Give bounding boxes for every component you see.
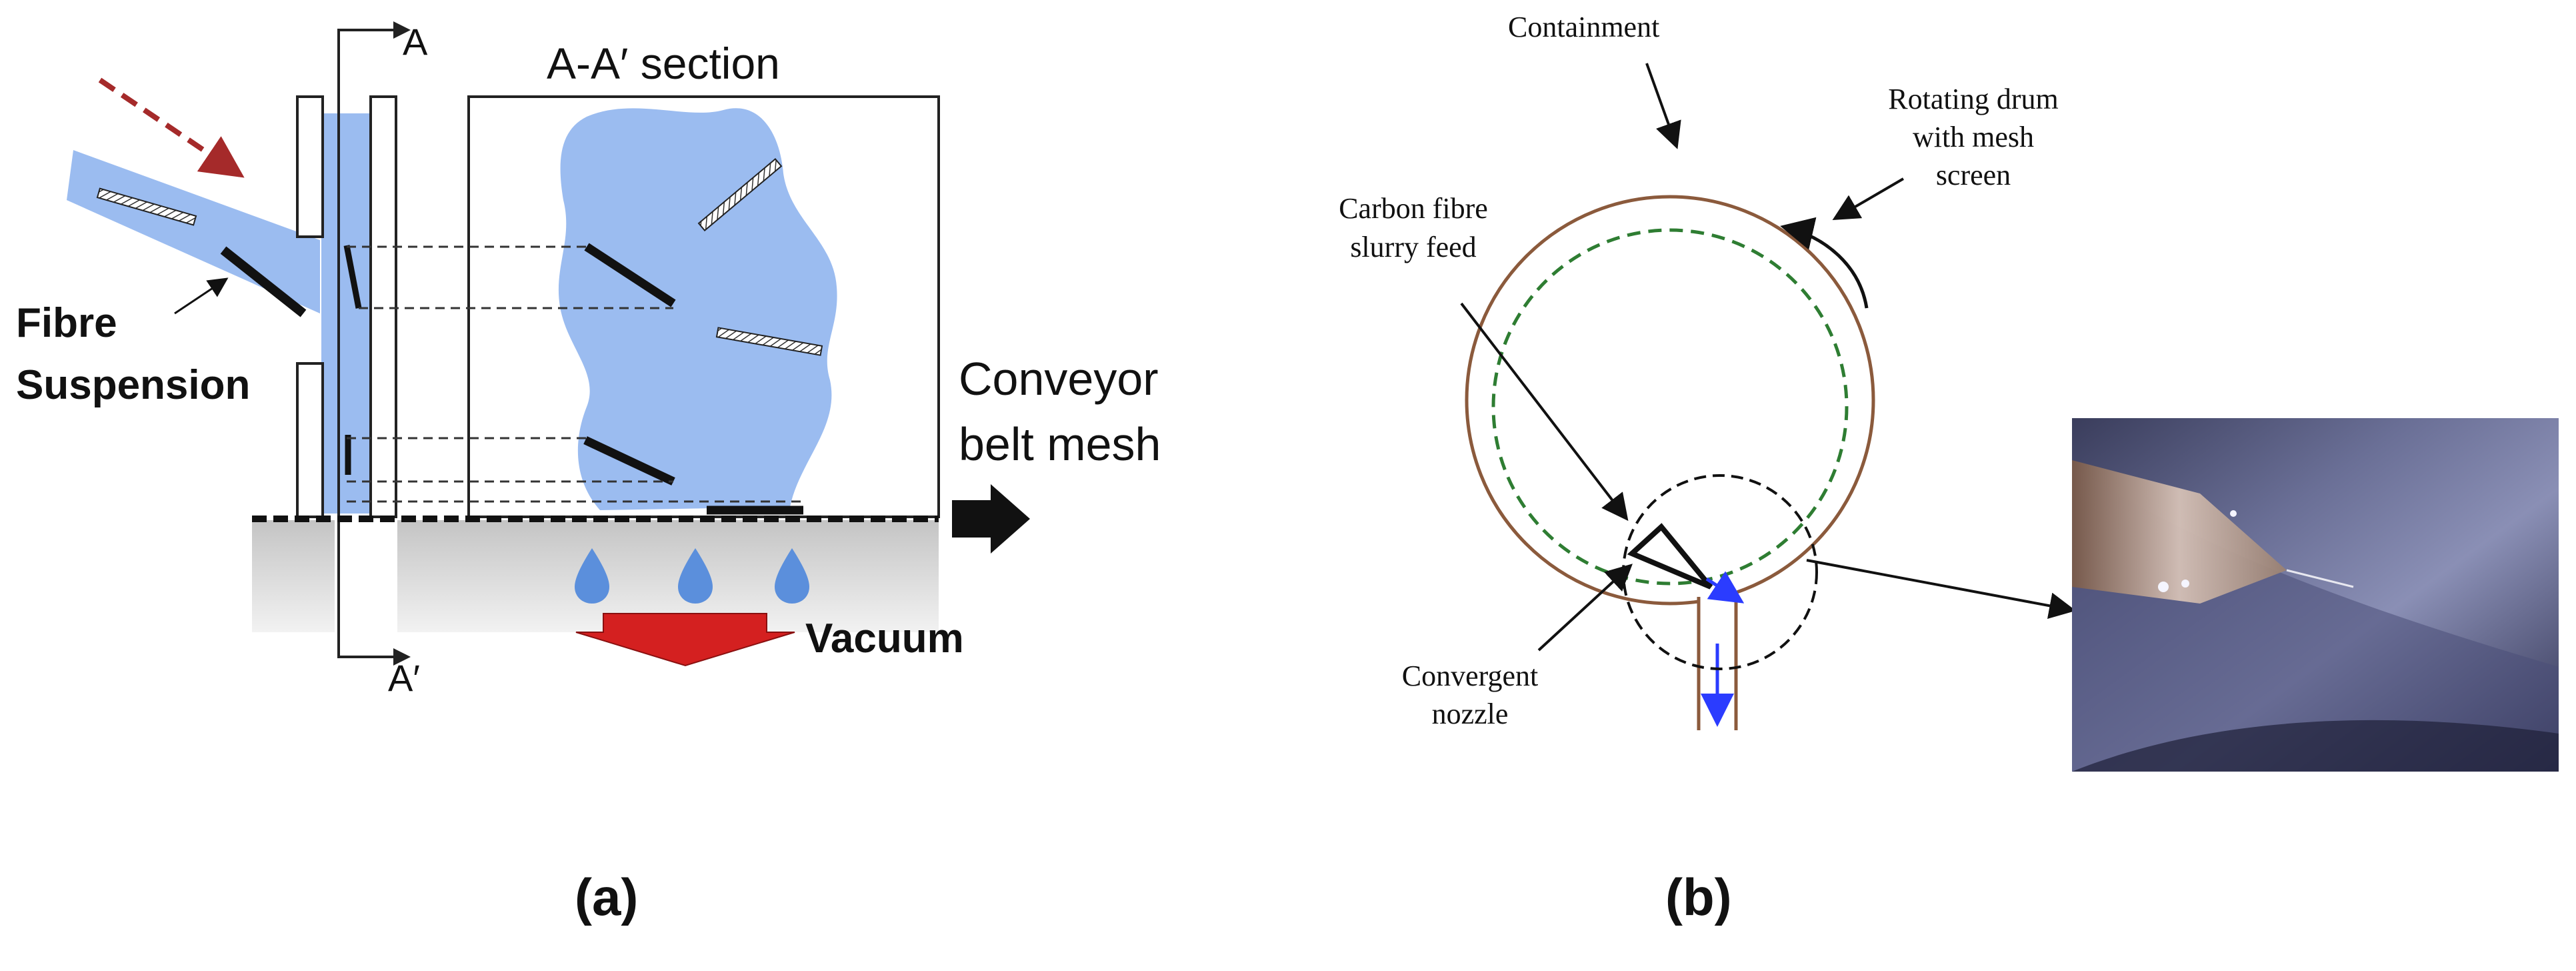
detail-circle xyxy=(1622,474,1818,670)
water-drop-1 xyxy=(575,548,609,604)
panel-a: A A′ A-A′ section xyxy=(16,21,1161,926)
drum-pointer xyxy=(1832,177,1905,221)
nozzle-label-line2: nozzle xyxy=(1432,698,1509,730)
feed-label-line1: Carbon fibre xyxy=(1339,192,1488,225)
slurry-blob xyxy=(558,108,837,510)
containment-pointer xyxy=(1645,63,1681,149)
rotation-direction-arrow xyxy=(1780,217,1869,309)
water-drop-2 xyxy=(678,548,713,604)
section-marker-bottom: A′ xyxy=(388,657,420,699)
fibre-channel-upper xyxy=(343,245,362,309)
fibre-inlet xyxy=(220,246,307,317)
section-marker-top: A xyxy=(403,21,428,63)
slurry-inlet-stream xyxy=(67,150,320,313)
conveyor-label-line1: Conveyor xyxy=(959,353,1159,405)
fibre-label-line2: Suspension xyxy=(16,362,250,408)
nozzle-pointer xyxy=(1537,564,1633,652)
panel-b: Containment Rotating drum with mesh scre… xyxy=(1339,11,2559,926)
drum-label-line2: with mesh xyxy=(1913,121,2034,153)
fibre-section-2 xyxy=(583,436,675,486)
vacuum-label: Vacuum xyxy=(805,616,964,662)
feed-direction-arrow xyxy=(98,77,245,178)
fibre-hatched-section-1 xyxy=(697,158,783,231)
channel-wall-left-lower xyxy=(296,362,324,518)
photo-nozzle-body xyxy=(2072,460,2287,604)
feed-label-line2: slurry feed xyxy=(1350,231,1476,263)
containment-label: Containment xyxy=(1508,11,1659,43)
feed-pointer xyxy=(1460,302,1629,522)
rotating-drum-circle xyxy=(1491,228,1849,586)
fibre-label-pointer xyxy=(174,277,229,315)
drum-label-line3: screen xyxy=(1936,159,2011,191)
conveyor-label-line2: belt mesh xyxy=(959,418,1161,470)
fibre-hatched-section-2 xyxy=(715,327,823,356)
channel-wall-left-upper xyxy=(296,95,324,238)
containment-circle xyxy=(1465,195,1875,606)
drum-label-line1: Rotating drum xyxy=(1888,83,2058,115)
panel-a-label: (a) xyxy=(575,868,638,926)
section-title: A-A′ section xyxy=(547,39,780,88)
outlet-gap xyxy=(1699,594,1736,620)
panel-b-label: (b) xyxy=(1665,868,1732,926)
section-line-a xyxy=(337,29,393,658)
section-arrow-top xyxy=(393,21,411,39)
fibre-section-1 xyxy=(584,243,676,307)
fibre-label-line1: Fibre xyxy=(16,300,117,346)
fibre-hatched-inlet xyxy=(96,187,197,226)
convergent-nozzle xyxy=(1627,523,1713,590)
water-drop-3 xyxy=(775,548,809,604)
photo-pointer xyxy=(1806,559,2076,620)
conveyor-arrow xyxy=(952,484,1030,554)
nozzle-photo xyxy=(2072,418,2559,772)
section-arrow-bottom xyxy=(393,648,411,666)
nozzle-label-line1: Convergent xyxy=(1402,660,1539,692)
channel-gap xyxy=(335,520,397,632)
vacuum-arrow xyxy=(575,613,795,667)
channel-wall-right xyxy=(369,95,397,518)
nozzle-flow-arrow xyxy=(1705,571,1745,604)
